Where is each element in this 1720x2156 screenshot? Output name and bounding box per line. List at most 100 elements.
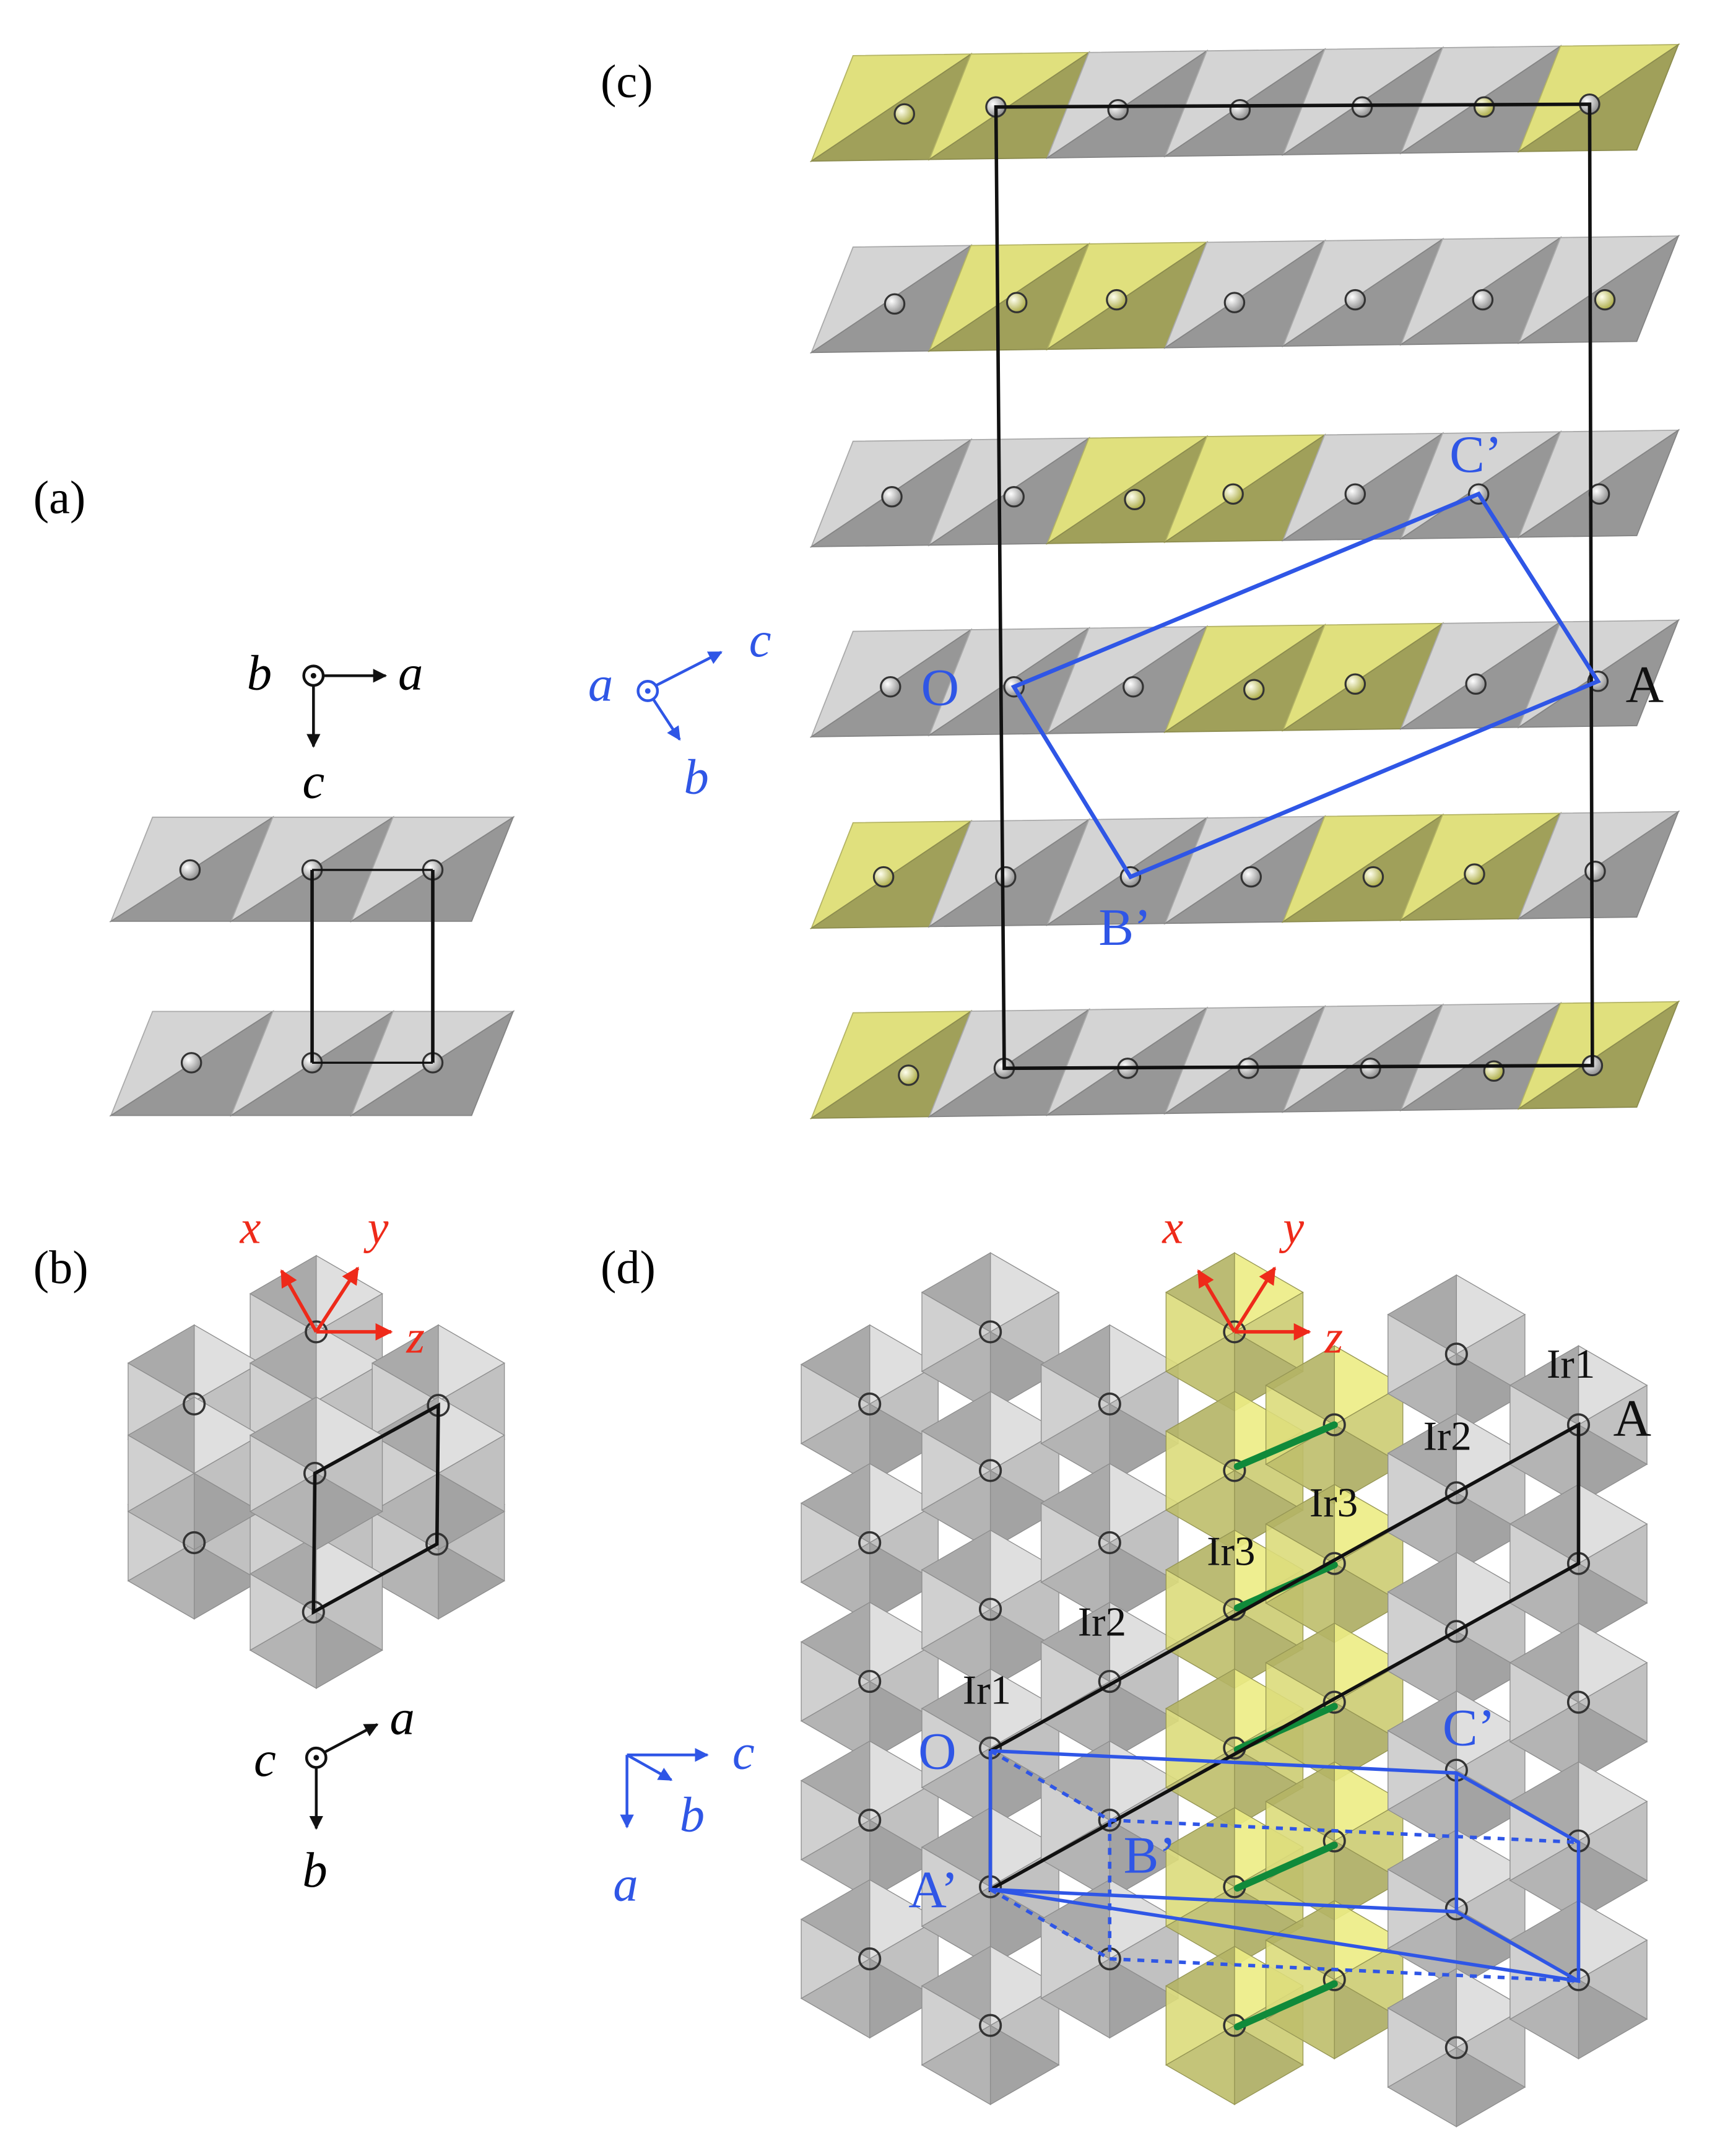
site-label-ir1: Ir1	[963, 1666, 1011, 1713]
ir-atom	[898, 1064, 919, 1086]
octahedron	[249, 1535, 383, 1689]
site-label-ir3: Ir3	[1207, 1528, 1255, 1574]
ir-atom	[1444, 1620, 1468, 1643]
octahedron	[1040, 1740, 1179, 1900]
ir-atom	[1444, 2036, 1468, 2059]
ir-atom	[858, 1669, 882, 1693]
ir-atom	[872, 866, 895, 888]
ir-atom	[1098, 1392, 1121, 1416]
octahedron	[1387, 1552, 1526, 1711]
axis-label-a: a	[588, 657, 613, 712]
octahedra-layers-a	[109, 815, 515, 1117]
ir-atom	[858, 1531, 882, 1555]
local-axes-b: x y z	[240, 1202, 425, 1363]
ir-atom	[1098, 1808, 1121, 1832]
ir-atom	[183, 1392, 206, 1416]
octahedron	[800, 1324, 939, 1484]
ir-atom	[180, 1052, 202, 1074]
unit-cell-a	[310, 869, 435, 1064]
ir-atom	[1243, 679, 1265, 700]
octahedra-layer	[809, 428, 1680, 549]
point-label-B-prime: B’	[1098, 898, 1151, 957]
point-label-A: A	[1613, 1389, 1651, 1448]
octahedron	[1387, 1968, 1526, 2128]
axis-label-c: c	[254, 1732, 276, 1787]
octahedron	[800, 1463, 939, 1623]
ir-atom	[858, 1392, 882, 1416]
octahedron	[1265, 1484, 1404, 1643]
octahedron	[127, 1396, 261, 1550]
octahedron	[249, 1396, 383, 1550]
unit-cell-b	[311, 1402, 440, 1615]
ir-atom	[1566, 1690, 1591, 1714]
ir-atom	[1223, 292, 1246, 313]
unit-cell-d-blue	[988, 1749, 1581, 1983]
panel-d: (d)	[601, 1202, 1651, 2128]
out-of-plane-marker	[636, 680, 659, 702]
octahedron	[800, 1601, 939, 1762]
axes-a: b a c	[247, 646, 423, 809]
ir-atom	[884, 293, 906, 315]
axis-label-b: b	[684, 750, 708, 805]
axis-label-b: b	[680, 1787, 705, 1842]
ir-atom	[1106, 289, 1127, 311]
point-label-A: A	[1626, 656, 1664, 714]
panel-a: (a) b a c	[33, 472, 515, 1117]
octahedron	[921, 1807, 1060, 1967]
ir-atom	[1594, 289, 1616, 311]
axis-label-b: b	[302, 1843, 327, 1898]
ir-atom	[1473, 96, 1495, 118]
site-label-ir2: Ir2	[1423, 1412, 1472, 1459]
local-axis-y: y	[1279, 1202, 1304, 1254]
axis-arrow-b	[626, 1754, 673, 1781]
ir-atom	[1006, 292, 1028, 313]
axis-arrow-c	[655, 651, 723, 687]
axis-label-c: c	[732, 1725, 755, 1780]
axis-label-a: a	[398, 646, 423, 701]
ir-atom	[978, 2014, 1002, 2037]
ir-atom	[179, 859, 201, 881]
local-axis-y: y	[363, 1202, 389, 1254]
octahedron	[921, 1252, 1060, 1412]
ir-atom	[1229, 99, 1251, 121]
panel-b-label: (b)	[33, 1242, 89, 1294]
ir-atom	[1223, 1459, 1246, 1482]
axis-label-a: a	[613, 1857, 638, 1912]
octahedron	[1387, 1412, 1526, 1573]
ir-atom	[1323, 1552, 1346, 1575]
octahedron	[921, 1668, 1060, 1828]
octahedron	[800, 1740, 939, 1900]
octahedron	[921, 1391, 1060, 1550]
octahedron	[1387, 1274, 1526, 1434]
panel-c-label: (c)	[601, 56, 653, 108]
site-label-ir3: Ir3	[1310, 1479, 1358, 1526]
ir-atom	[1465, 673, 1487, 695]
unit-cell-c-blue	[1010, 491, 1601, 880]
octahedron	[1265, 1345, 1404, 1505]
ir-atom	[1222, 483, 1244, 505]
ir-atom	[1098, 1531, 1121, 1555]
octahedron	[1040, 1601, 1179, 1762]
ir-atom	[893, 103, 915, 125]
point-label-C-prime: C’	[1449, 425, 1502, 484]
axis-label-a: a	[390, 1690, 415, 1745]
point-label-B-prime: B’	[1124, 1827, 1176, 1885]
octahedron	[800, 1879, 939, 2039]
ir-atom	[1344, 289, 1366, 311]
panel-b: (b) x y z c a b	[33, 1202, 505, 1898]
axes-b: c a b	[254, 1690, 415, 1898]
ir-atom	[1444, 1342, 1468, 1366]
ir-atom	[1584, 860, 1606, 882]
local-axis-z: z	[1324, 1311, 1344, 1363]
ir-atom	[1098, 1669, 1121, 1693]
unit-cell-c-black	[994, 102, 1594, 1071]
ir-atom	[1588, 483, 1610, 505]
ir-atom	[880, 676, 901, 698]
octahedron	[1165, 1252, 1304, 1412]
ir-atom	[1124, 489, 1145, 511]
ir-atom	[1107, 99, 1129, 121]
octahedra-layer	[109, 815, 515, 923]
octahedron	[921, 1945, 1060, 2106]
ir-atom	[978, 1459, 1002, 1482]
axis-arrow-a	[324, 1723, 379, 1754]
